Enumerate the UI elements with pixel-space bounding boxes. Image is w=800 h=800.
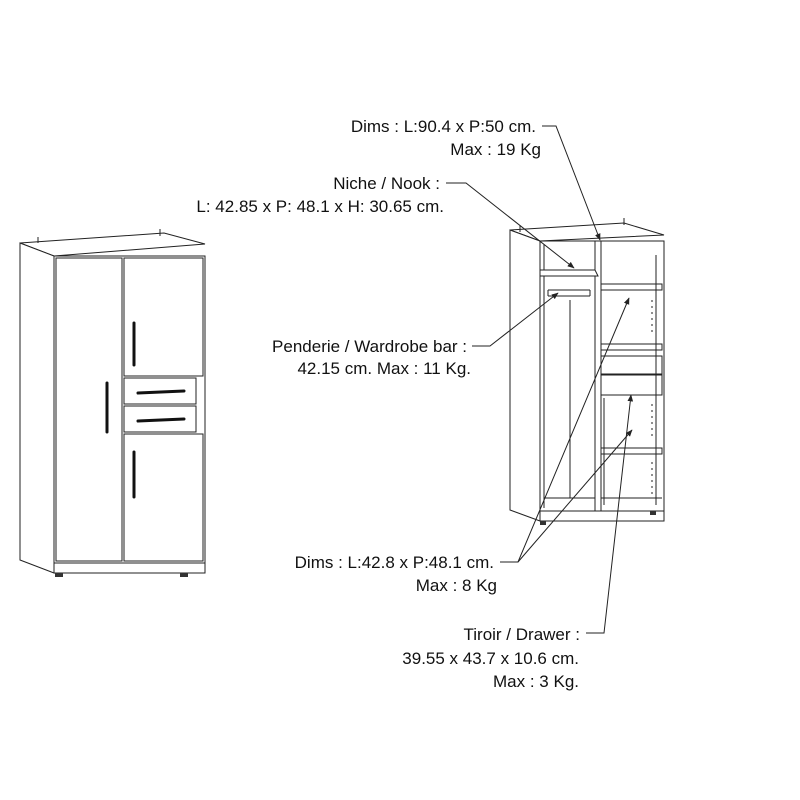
closed-wardrobe (19, 229, 206, 577)
drawer-bottom-handle (136, 417, 186, 423)
shelf-dims-leader-lower (517, 429, 633, 563)
closed-wardrobe-top (19, 232, 206, 257)
nook-shelf (539, 269, 599, 277)
open-wardrobe (509, 218, 665, 525)
open-drawer-top (600, 355, 663, 375)
callout-cabinet-dims: Dims : L:90.4 x P:50 cm. Max : 19 Kg (351, 117, 541, 159)
closed-wardrobe-foot (180, 573, 188, 577)
nook-line2: L: 42.85 x P: 48.1 x H: 30.65 cm. (196, 197, 444, 216)
cabinet-dims-line1: Dims : L:90.4 x P:50 cm. (351, 117, 536, 136)
open-drawer-front (600, 374, 663, 396)
callout-nook: Niche / Nook : L: 42.85 x P: 48.1 x H: 3… (196, 174, 444, 216)
leader-lines (446, 125, 634, 634)
open-wardrobe-foot (540, 521, 546, 525)
cabinet-dims-leader (542, 125, 601, 241)
shelf-dims-line2: Max : 8 Kg (416, 576, 497, 595)
closed-wardrobe-plinth (53, 562, 206, 574)
closed-wardrobe-right-lower-door (123, 433, 204, 562)
open-wardrobe-plinth (539, 510, 665, 522)
closed-wardrobe-right-upper-door (123, 257, 204, 377)
right-shelf-3 (600, 447, 663, 455)
shelf-dims-line1: Dims : L:42.8 x P:48.1 cm. (295, 553, 494, 572)
drawer-line2: 39.55 x 43.7 x 10.6 cm. (402, 649, 579, 668)
wardrobe-bar-line1: Penderie / Wardrobe bar : (272, 337, 467, 356)
callout-wardrobe-bar: Penderie / Wardrobe bar : 42.15 cm. Max … (272, 337, 471, 378)
wardrobe-bar-leader (472, 292, 559, 347)
nook-line1: Niche / Nook : (333, 174, 440, 193)
callout-drawer: Tiroir / Drawer : 39.55 x 43.7 x 10.6 cm… (402, 625, 580, 691)
right-shelf-1 (600, 283, 663, 291)
wardrobe-bar-line2: 42.15 cm. Max : 11 Kg. (297, 359, 471, 378)
closed-wardrobe-side (19, 242, 55, 574)
drawer-line3: Max : 3 Kg. (493, 672, 579, 691)
closed-wardrobe-foot (55, 573, 63, 577)
open-wardrobe-side (509, 229, 541, 522)
right-shelf-2 (600, 343, 663, 351)
drawer-line1: Tiroir / Drawer : (464, 625, 581, 644)
closed-wardrobe-left-door (55, 257, 123, 562)
drawer-top-handle (136, 389, 186, 395)
callout-shelf-dims: Dims : L:42.8 x P:48.1 cm. Max : 8 Kg (295, 553, 497, 595)
nook-leader (446, 182, 575, 269)
drawer-leader (586, 394, 634, 634)
cabinet-dims-line2: Max : 19 Kg (450, 140, 541, 159)
open-wardrobe-foot (650, 511, 656, 515)
